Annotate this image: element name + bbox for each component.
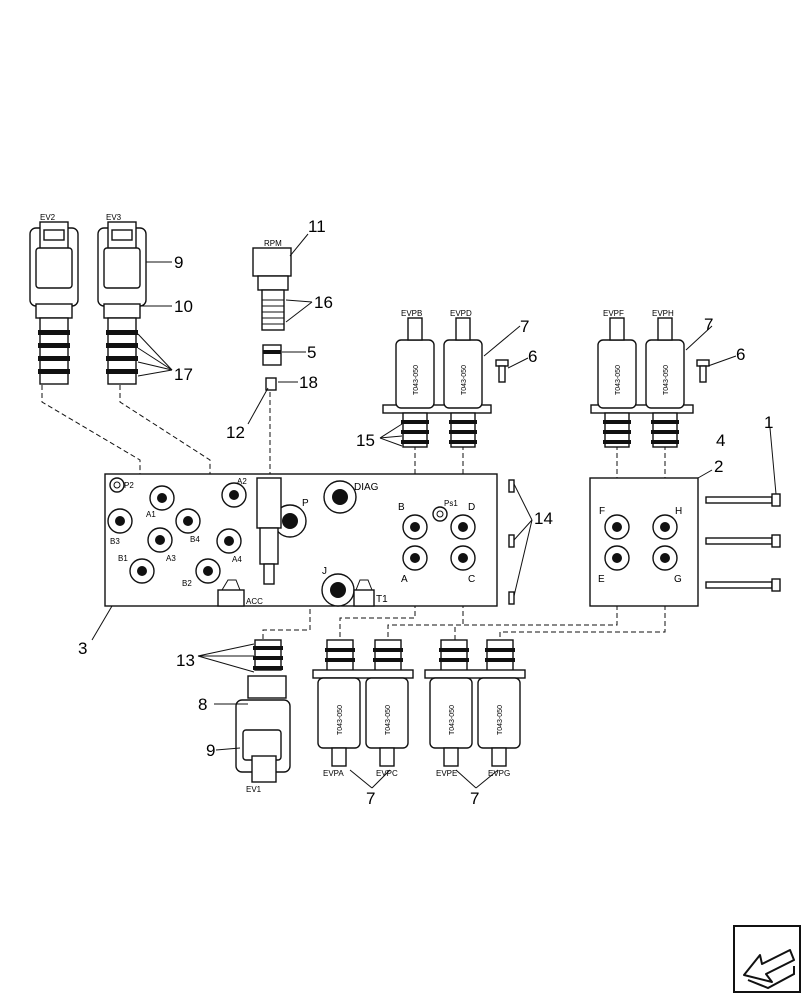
tag-ev2: EV2 xyxy=(40,213,56,222)
port-a1: A1 xyxy=(146,510,156,519)
port-c: C xyxy=(468,574,475,585)
tag-evpg: EVPG xyxy=(488,769,510,778)
valve-ev1 xyxy=(235,639,291,783)
callout-12: 12 xyxy=(226,423,245,442)
port-acc: ACC xyxy=(246,597,263,606)
callout-14: 14 xyxy=(534,509,553,528)
callout-17: 17 xyxy=(174,365,193,384)
port-a: A xyxy=(401,574,408,585)
coil-code-evpf: T043-050 xyxy=(615,365,622,395)
port-a3: A3 xyxy=(166,554,176,563)
coil-code-evph: T043-050 xyxy=(663,365,670,395)
coil-code-evpb: T043-050 xyxy=(413,365,420,395)
callout-1: 1 xyxy=(764,413,773,432)
port-b1: B1 xyxy=(118,554,128,563)
port-b: B xyxy=(398,502,405,513)
port-b3: B3 xyxy=(110,537,120,546)
port-a4: A4 xyxy=(232,555,242,564)
coil-code-evpc: T043-050 xyxy=(385,705,392,735)
callout-7-right: 7 xyxy=(704,315,713,334)
locating-pins xyxy=(508,479,515,605)
tag-evpb: EVPB xyxy=(401,309,422,318)
right-manifold-block xyxy=(589,477,781,607)
callout-7-bottom-right: 7 xyxy=(470,789,479,808)
callout-3: 3 xyxy=(78,639,87,658)
port-a2: A2 xyxy=(237,477,247,486)
coil-code-evpg: T043-050 xyxy=(497,705,504,735)
coil-code-evpa: T043-050 xyxy=(337,705,344,735)
callout-11: 11 xyxy=(308,217,326,236)
coil-code-evpe: T043-050 xyxy=(449,705,456,735)
valve-ev2 xyxy=(29,221,79,385)
port-diag: DIAG xyxy=(354,482,379,493)
tag-rpm: RPM xyxy=(264,239,282,248)
main-manifold-block xyxy=(104,473,498,607)
coil-codes: T043-050 T043-050 T043-050 T043-050 T043… xyxy=(337,365,670,735)
port-b4: B4 xyxy=(190,535,200,544)
port-e: E xyxy=(598,574,605,585)
port-p2: P2 xyxy=(124,481,134,490)
callout-13: 13 xyxy=(176,651,195,670)
port-d: D xyxy=(468,502,475,513)
callout-16: 16 xyxy=(314,293,333,312)
tag-ev3: EV3 xyxy=(106,213,122,222)
callout-10: 10 xyxy=(174,297,193,316)
valve-tags: EV2 EV3 RPM EVPB EVPD EVPF EVPH EV1 EVPA… xyxy=(40,213,674,794)
callout-6-right: 6 xyxy=(736,345,745,364)
callout-7-bottom-left: 7 xyxy=(366,789,375,808)
tag-evph: EVPH xyxy=(652,309,674,318)
solenoid-pair-evpe-evpg xyxy=(424,639,526,767)
port-h: H xyxy=(675,506,682,517)
callout-2: 2 xyxy=(714,457,723,476)
tag-evpc: EVPC xyxy=(376,769,398,778)
callout-18: 18 xyxy=(299,373,318,392)
port-b2: B2 xyxy=(182,579,192,588)
callout-leader-lines xyxy=(91,233,777,789)
callout-7: 7 xyxy=(520,317,529,336)
port-labels: P2 A1 A2 B3 B4 A3 A4 B1 B2 P DIAG ACC J … xyxy=(110,477,682,606)
valve-ev3 xyxy=(97,221,147,385)
tag-evpa: EVPA xyxy=(323,769,344,778)
tag-ev1: EV1 xyxy=(246,785,262,794)
solenoid-pair-evpf-evph xyxy=(590,317,710,448)
callout-numbers: 9 10 17 11 16 5 18 12 7 6 15 7 6 1 4 2 1… xyxy=(78,217,773,808)
callout-15: 15 xyxy=(356,431,375,450)
callout-9: 9 xyxy=(174,253,183,272)
callout-4: 4 xyxy=(716,431,725,450)
solenoid-pair-evpa-evpc xyxy=(312,639,414,767)
port-f: F xyxy=(599,506,605,517)
coil-code-evpd: T043-050 xyxy=(461,365,468,395)
callout-8: 8 xyxy=(198,695,207,714)
callout-9-bottom: 9 xyxy=(206,741,215,760)
port-g: G xyxy=(674,574,682,585)
tag-evpe: EVPE xyxy=(436,769,457,778)
arrow-left-icon[interactable] xyxy=(733,925,801,993)
tag-evpf: EVPF xyxy=(603,309,624,318)
port-j: J xyxy=(322,566,327,577)
callout-6: 6 xyxy=(528,347,537,366)
rpm-sensor xyxy=(252,247,292,391)
port-t1: T1 xyxy=(376,594,388,605)
tag-evpd: EVPD xyxy=(450,309,472,318)
callout-5: 5 xyxy=(307,343,316,362)
port-p: P xyxy=(302,498,309,509)
port-ps1: Ps1 xyxy=(444,499,458,508)
solenoid-pair-evpb-evpd xyxy=(382,317,509,448)
